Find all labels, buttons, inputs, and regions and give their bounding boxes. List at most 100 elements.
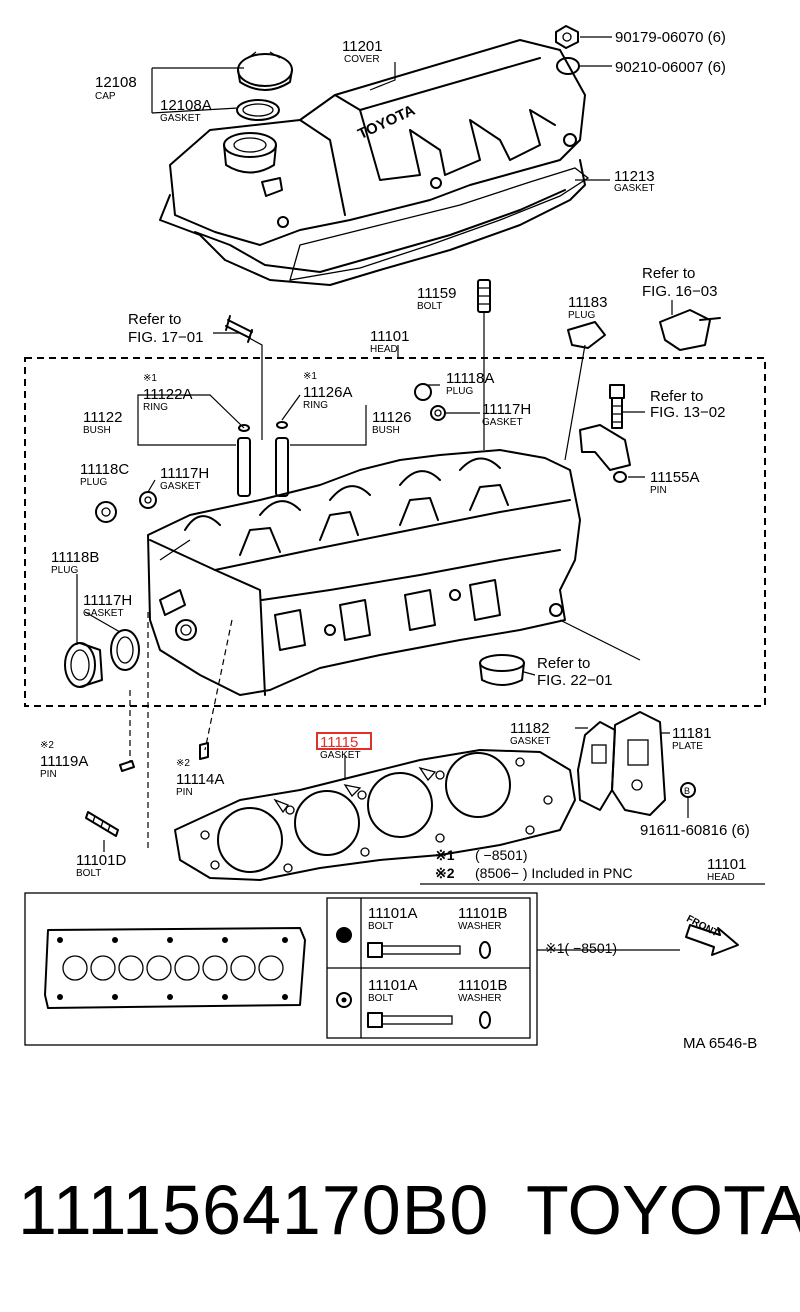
footer-part-code: 1111564170B0 xyxy=(18,1171,490,1249)
inset-row1-bolt-name: BOLT xyxy=(368,921,393,932)
front-arrow-icon xyxy=(685,924,739,956)
label-11213-name: GASKET xyxy=(614,183,655,194)
label-11182-name: GASKET xyxy=(510,736,551,747)
note-1-mark: ※1 xyxy=(435,847,455,863)
label-11101d-number: 11101D xyxy=(76,852,126,869)
bracket-fig13 xyxy=(579,424,631,471)
label-12108-name: CAP xyxy=(95,91,116,102)
bush-11126 xyxy=(275,421,289,497)
label-11126a-number: 11126A xyxy=(303,384,353,401)
label-11183-name: PLUG xyxy=(568,310,595,321)
label-11101-number: 11101 xyxy=(370,328,410,345)
label-11117h-top-number: 11117H xyxy=(482,401,531,418)
label-11126-name: BUSH xyxy=(372,425,400,436)
label-11117h-low-number: 11117H xyxy=(83,592,132,609)
bolt-inset xyxy=(24,892,538,1046)
label-12108-number: 12108 xyxy=(95,74,137,91)
note-2-text: (8506− ) Included in PNC xyxy=(475,865,633,881)
gasket-11182 xyxy=(577,721,616,811)
plug-11118c xyxy=(95,501,117,523)
inset-row1-washer-name: WASHER xyxy=(458,921,502,932)
label-11114a-name: PIN xyxy=(176,787,193,798)
note-1-text: ( −8501) xyxy=(475,847,528,863)
label-11155a-number: 11155A xyxy=(650,469,700,486)
label-11159-name: BOLT xyxy=(417,301,442,312)
cylinder-head xyxy=(147,449,581,696)
bolt-11101d xyxy=(85,811,119,837)
plate-11181 xyxy=(611,711,666,816)
bolt-type-ring-icon xyxy=(336,992,352,1008)
fig16-part xyxy=(659,309,721,351)
label-11101-name: HEAD xyxy=(370,344,398,355)
label-11181-name: PLATE xyxy=(672,741,703,752)
label-11101d-name: BOLT xyxy=(76,868,101,879)
label-90179-number: 90179-06070 (6) xyxy=(615,29,726,46)
label-11213-number: 11213 xyxy=(614,168,655,185)
label-11201-number: 11201 xyxy=(342,38,383,55)
label-11118a-name: PLUG xyxy=(446,386,473,397)
label-11114a-number: 11114A xyxy=(176,771,224,788)
label-11118a-number: 11118A xyxy=(446,370,494,387)
label-11126a-name: RING xyxy=(303,400,328,411)
stud-bolt-17 xyxy=(225,315,253,343)
ref-22-01-line2: FIG. 22−01 xyxy=(537,672,612,689)
pin-11119a xyxy=(119,760,135,772)
cover-nut xyxy=(555,25,579,49)
label-11119a-number: 11119A xyxy=(40,753,88,770)
label-12108a-name: GASKET xyxy=(160,113,201,124)
pin-11114a xyxy=(199,742,209,760)
label-11122a-mark: ※1 xyxy=(143,373,157,384)
label-11115-number: 11115 xyxy=(320,734,358,751)
bush-11122 xyxy=(237,424,251,497)
label-11126-number: 11126 xyxy=(372,409,412,426)
oil-cap xyxy=(237,51,293,91)
footer-brand: TOYOTA xyxy=(526,1171,800,1249)
plug-11118a xyxy=(414,383,432,401)
label-11159-number: 11159 xyxy=(417,285,457,302)
label-11117h-top-name: GASKET xyxy=(482,417,523,428)
head-gasket-11115 xyxy=(174,749,576,881)
ref-17-01-line1: Refer to xyxy=(128,311,181,328)
label-90210-number: 90210-06007 (6) xyxy=(615,59,726,76)
label-11119a-name: PIN xyxy=(40,769,57,780)
bolt-fig13 xyxy=(609,384,625,429)
label-11118b-number: 11118B xyxy=(51,549,99,566)
label-11122a-number: 11122A xyxy=(143,386,193,403)
inset-row2-washer-name: WASHER xyxy=(458,993,502,1004)
cover-seal-washer xyxy=(556,57,580,75)
ref-13-02-line1: Refer to xyxy=(650,388,703,405)
cover-gasket-outline xyxy=(289,167,590,281)
label-11118c-name: PLUG xyxy=(80,477,107,488)
inset-row2-bolt-number: 11101A xyxy=(368,977,418,994)
ref-16-03-line1: Refer to xyxy=(642,265,695,282)
inset-row2-washer-number: 11101B xyxy=(458,977,508,994)
inset-row2-bolt-name: BOLT xyxy=(368,993,393,1004)
pin-11155a xyxy=(613,471,627,483)
label-11126a-mark: ※1 xyxy=(303,371,317,382)
label-11117h-low-name: GASKET xyxy=(83,608,124,619)
label-11119a-mark: ※2 xyxy=(40,740,54,751)
label-11117h-left-name: GASKET xyxy=(160,481,201,492)
label-11114a-mark: ※2 xyxy=(176,758,190,769)
label-11122-name: BUSH xyxy=(83,425,111,436)
note-2-mark: ※2 xyxy=(435,865,455,881)
note-pnc-number: 11101 xyxy=(707,856,747,873)
inset-row1-washer-number: 11101B xyxy=(458,905,508,922)
label-11118c-number: 11118C xyxy=(80,461,129,478)
label-11183-number: 11183 xyxy=(568,294,608,311)
gasket-11117h-top xyxy=(430,405,446,421)
label-11201-name: COVER xyxy=(344,54,380,65)
note-pnc-name: HEAD xyxy=(707,872,735,883)
label-11118b-name: PLUG xyxy=(51,565,78,576)
gasket-11117h-low xyxy=(110,629,140,671)
ref-17-01-line2: FIG. 17−01 xyxy=(128,329,203,346)
plug-11118b xyxy=(64,642,103,688)
label-11182-number: 11182 xyxy=(510,720,550,737)
label-11122a-name: RING xyxy=(143,402,168,413)
svg-text:B: B xyxy=(684,786,690,796)
drawing-code: MA 6546-B xyxy=(683,1035,757,1052)
fig22-part xyxy=(479,654,525,686)
label-11115-name: GASKET xyxy=(320,750,361,761)
gasket-11117h-left xyxy=(139,491,157,509)
